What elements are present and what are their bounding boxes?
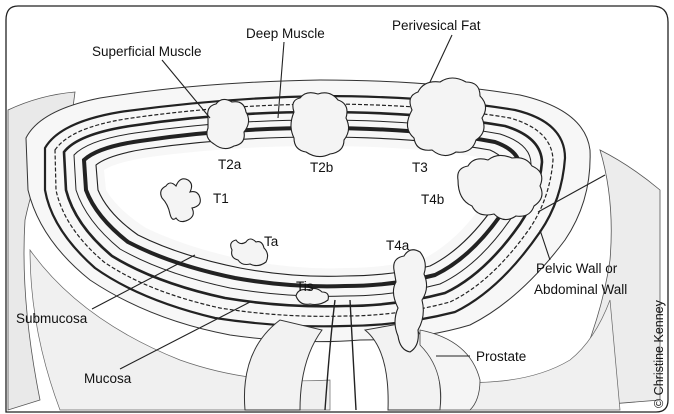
label-mucosa: Mucosa (84, 371, 132, 386)
label-pelvic-wall: Pelvic Wall or (536, 261, 618, 276)
label-abdominal-wall: Abdominal Wall (534, 282, 627, 297)
label-submucosa: Submucosa (16, 311, 88, 326)
label-perivesical-fat: Perivesical Fat (392, 18, 481, 33)
label-tis: Tis (296, 279, 314, 294)
tumor-t2b (291, 93, 349, 157)
label-t1: T1 (213, 191, 229, 206)
copyright-credit: © Christine Kenney (652, 299, 666, 408)
label-prostate: Prostate (476, 349, 526, 364)
label-t4b: T4b (421, 192, 444, 207)
tumor-t3 (407, 78, 485, 156)
label-ta: Ta (264, 234, 279, 249)
label-superficial-muscle: Superficial Muscle (92, 44, 202, 59)
label-t2a: T2a (218, 157, 242, 172)
label-t3: T3 (412, 160, 428, 175)
label-t2b: T2b (310, 160, 333, 175)
label-deep-muscle: Deep Muscle (246, 26, 325, 41)
tumor-t2a (207, 99, 249, 148)
label-t4a: T4a (386, 238, 410, 253)
